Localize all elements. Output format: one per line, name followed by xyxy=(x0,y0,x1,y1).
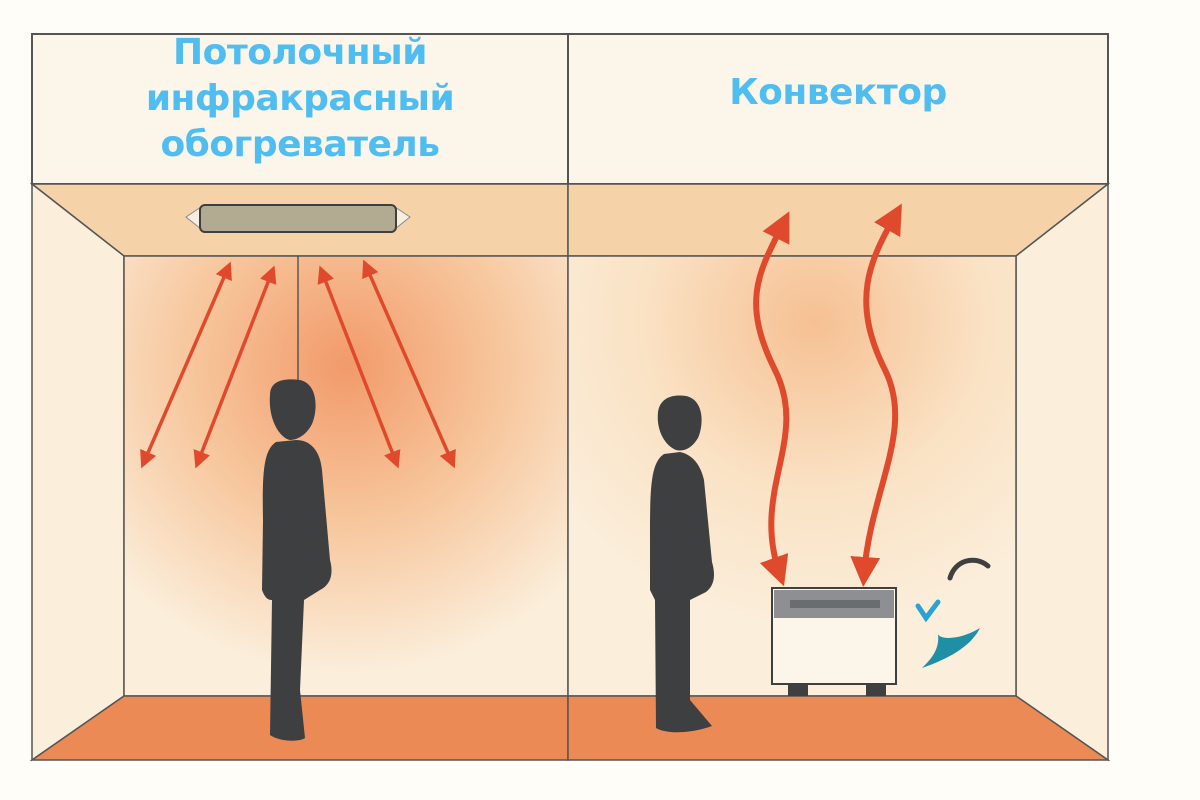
airflow-swirl-icon xyxy=(915,557,991,668)
title-line: обогреватель xyxy=(160,124,440,165)
title-line: Потолочный xyxy=(173,32,427,73)
panel-title-convector: Конвектор xyxy=(568,70,1108,116)
person-right-icon xyxy=(650,395,714,733)
convection-airflow-arrows-icon xyxy=(753,203,902,587)
back-wall-left xyxy=(123,255,569,697)
ceiling-right xyxy=(567,183,1111,257)
header-left-box xyxy=(31,33,569,185)
infrared-radiation-arrows-icon xyxy=(140,259,456,469)
convector-heater-icon xyxy=(771,587,897,696)
ceiling-infrared-heater-icon xyxy=(185,204,411,380)
person-left-icon xyxy=(262,379,332,741)
header-right-box xyxy=(567,33,1109,185)
title-line: Конвектор xyxy=(729,72,947,113)
room-right xyxy=(567,182,1111,762)
wall-left-side xyxy=(31,182,125,762)
panel-title-infrared: Потолочный инфракрасный обогреватель xyxy=(32,30,568,168)
room-left xyxy=(29,182,569,762)
title-line: инфракрасный xyxy=(145,78,455,119)
floor-right xyxy=(567,695,1111,761)
wall-right-side xyxy=(1015,182,1109,762)
